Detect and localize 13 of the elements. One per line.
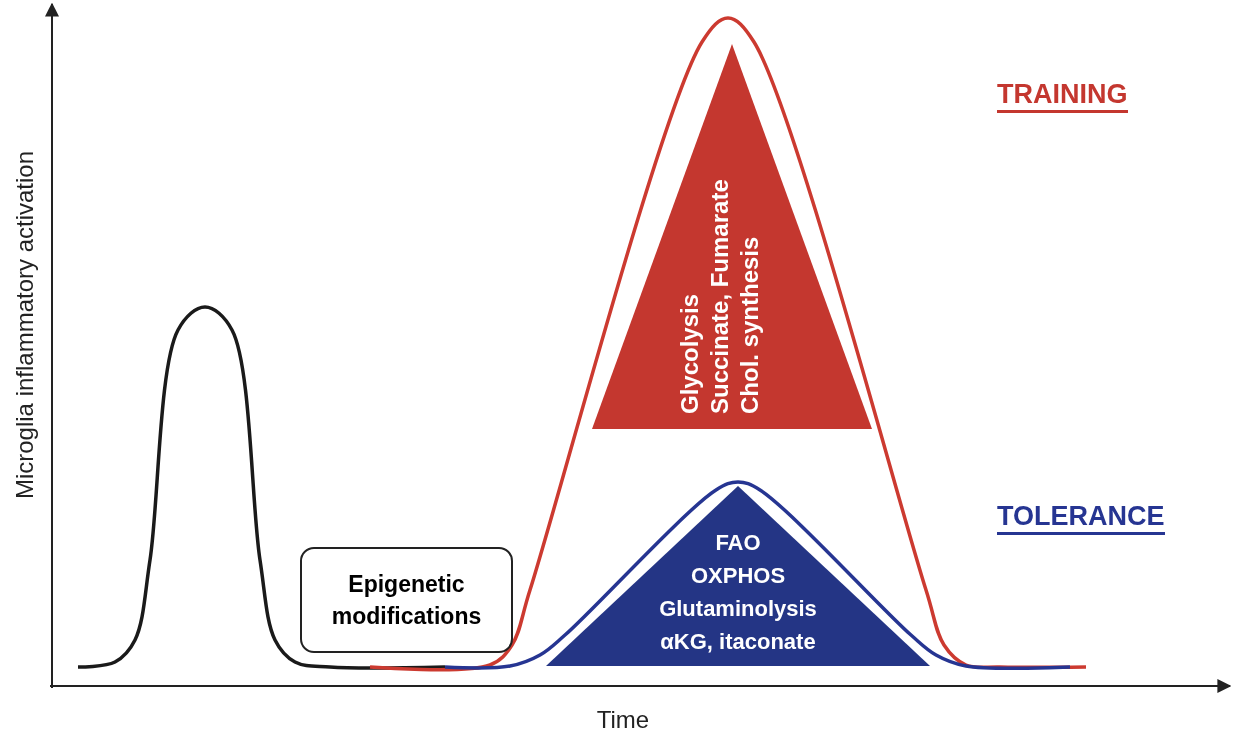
phase-label: TOLERANCE (997, 500, 1165, 535)
metabolite-text: Succinate, Fumarate (705, 179, 734, 414)
axis-title: Microglia inflammatory activation (11, 150, 39, 500)
phase-label: TRAINING (997, 78, 1128, 113)
metabolite-text: OXPHOS (689, 562, 787, 590)
box-text: Epigenetic modifications (330, 570, 483, 631)
metabolite-text: FAO (714, 529, 762, 557)
metabolite-text: Chol. synthesis (735, 236, 764, 414)
metabolite-text: Glutaminolysis (658, 595, 818, 623)
metabolite-text: Glycolysis (675, 293, 704, 414)
axis-title: Time (596, 706, 650, 734)
label-box (300, 547, 513, 653)
metabolite-text: αKG, itaconate (659, 628, 817, 656)
